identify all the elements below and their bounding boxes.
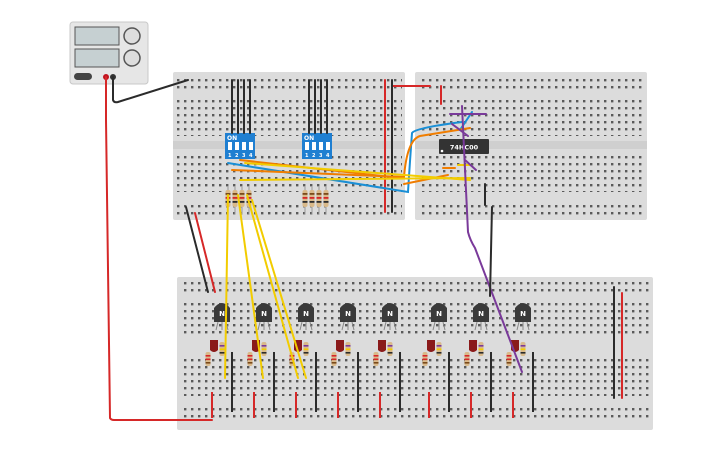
resistor[interactable]: [422, 352, 428, 366]
breadboard-top-left: [173, 72, 405, 220]
npn-transistor[interactable]: N: [382, 303, 398, 331]
resistor[interactable]: [331, 352, 337, 366]
resistor[interactable]: [387, 342, 393, 356]
resistor[interactable]: [247, 352, 253, 366]
led[interactable]: [210, 340, 218, 352]
transistor-label: N: [387, 310, 393, 318]
wire-orange-2[interactable]: [231, 127, 471, 179]
led[interactable]: [336, 340, 344, 352]
npn-transistor[interactable]: N: [515, 303, 531, 331]
power-supply[interactable]: [69, 21, 149, 85]
resistor[interactable]: [373, 352, 379, 366]
npn-transistor[interactable]: N: [298, 303, 314, 331]
resistor[interactable]: [219, 342, 225, 356]
led[interactable]: [427, 340, 435, 352]
svg-text:1: 1: [305, 153, 309, 159]
svg-text:3: 3: [319, 153, 323, 159]
dip-switch-2[interactable]: ON 1 2 3 4: [302, 133, 332, 159]
svg-text:4: 4: [249, 153, 253, 159]
wire-yellow-6[interactable]: [251, 199, 307, 379]
transistor-label: N: [303, 310, 309, 318]
resistor[interactable]: [303, 342, 309, 356]
power-switch[interactable]: [74, 73, 92, 80]
svg-text:2: 2: [312, 153, 316, 159]
svg-text:2: 2: [235, 153, 239, 159]
wire-black-bb2-bb3[interactable]: [484, 183, 493, 297]
wire-yellow-3[interactable]: [224, 194, 229, 379]
npn-transistor[interactable]: N: [256, 303, 272, 331]
resistor[interactable]: [345, 342, 351, 356]
dip-on-label: ON: [304, 135, 314, 142]
svg-text:3: 3: [242, 153, 246, 159]
dip-switch-1[interactable]: ON 1 2 3 4: [225, 133, 255, 159]
resistor[interactable]: [464, 352, 470, 366]
wire-bb1-bb3-red[interactable]: [194, 212, 216, 293]
npn-transistor[interactable]: N: [473, 303, 489, 331]
wire-power-positive[interactable]: [105, 76, 213, 421]
resistor[interactable]: [302, 186, 308, 214]
transistor-label: N: [436, 310, 442, 318]
transistor-label: N: [219, 310, 225, 318]
transistor-label: N: [520, 310, 526, 318]
resistor[interactable]: [316, 186, 322, 214]
wire-yellow-5[interactable]: [246, 194, 299, 379]
resistor[interactable]: [436, 342, 442, 356]
voltage-knob[interactable]: [123, 27, 141, 45]
resistor[interactable]: [232, 186, 238, 214]
breadboard-top-right: [415, 72, 647, 220]
wire-orange-3[interactable]: [403, 167, 456, 185]
led[interactable]: [469, 340, 477, 352]
resistor[interactable]: [506, 352, 512, 366]
transistor-label: N: [478, 310, 484, 318]
wire-blue-1[interactable]: [227, 121, 463, 194]
resistor[interactable]: [478, 342, 484, 356]
wire-yellow-1[interactable]: [244, 162, 471, 181]
svg-text:4: 4: [326, 153, 330, 159]
wire-bb1-bb3-black[interactable]: [185, 206, 209, 293]
resistor[interactable]: [323, 186, 329, 214]
dip-on-label: ON: [227, 135, 237, 142]
svg-text:1: 1: [228, 153, 232, 159]
npn-transistor[interactable]: N: [340, 303, 356, 331]
transistor-label: N: [261, 310, 267, 318]
wire-dip-black[interactable]: [231, 79, 328, 134]
wire-purple-2[interactable]: [449, 113, 487, 171]
resistor[interactable]: [309, 186, 315, 214]
transistor-label: N: [345, 310, 351, 318]
wire-power-negative[interactable]: [112, 76, 189, 104]
npn-transistor[interactable]: N: [431, 303, 447, 331]
pull-resistors: [225, 186, 329, 214]
resistor[interactable]: [520, 342, 526, 356]
led[interactable]: [378, 340, 386, 352]
resistor[interactable]: [261, 342, 267, 356]
resistor[interactable]: [205, 352, 211, 366]
resistor[interactable]: [239, 186, 245, 214]
wire-purple-1[interactable]: [461, 105, 523, 373]
current-knob[interactable]: [123, 49, 141, 67]
wire-yellow-4[interactable]: [237, 194, 264, 379]
